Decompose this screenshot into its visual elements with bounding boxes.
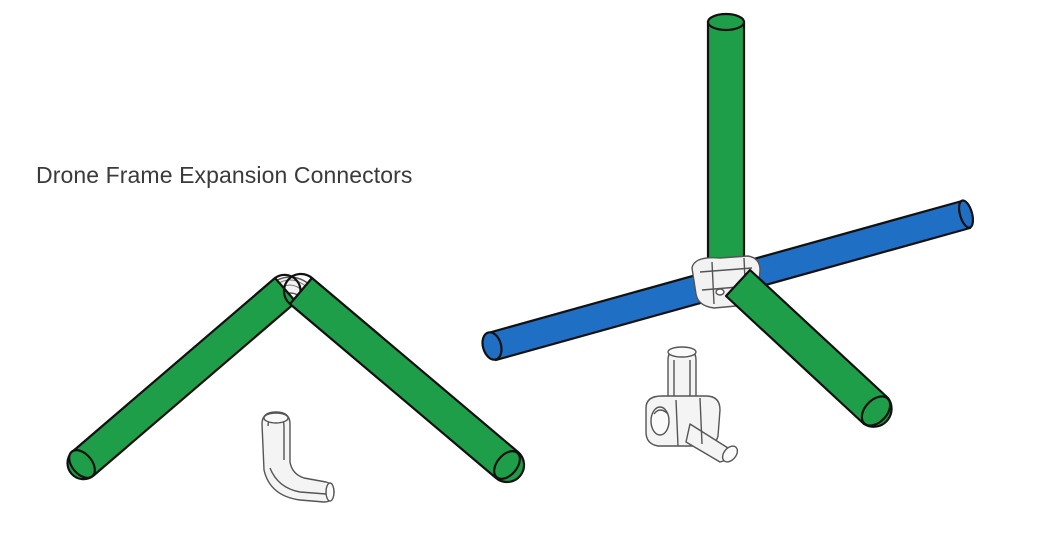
green-tube-vertical	[706, 12, 746, 264]
elbow-connector-part	[261, 411, 335, 503]
green-tube-right	[282, 272, 526, 484]
diagram-title: Drone Frame Expansion Connectors	[36, 162, 413, 188]
hub-connector-part	[645, 346, 739, 463]
elbow-assembly	[66, 272, 526, 503]
green-tube-diagonal	[724, 268, 893, 428]
hub-assembly	[481, 12, 975, 463]
